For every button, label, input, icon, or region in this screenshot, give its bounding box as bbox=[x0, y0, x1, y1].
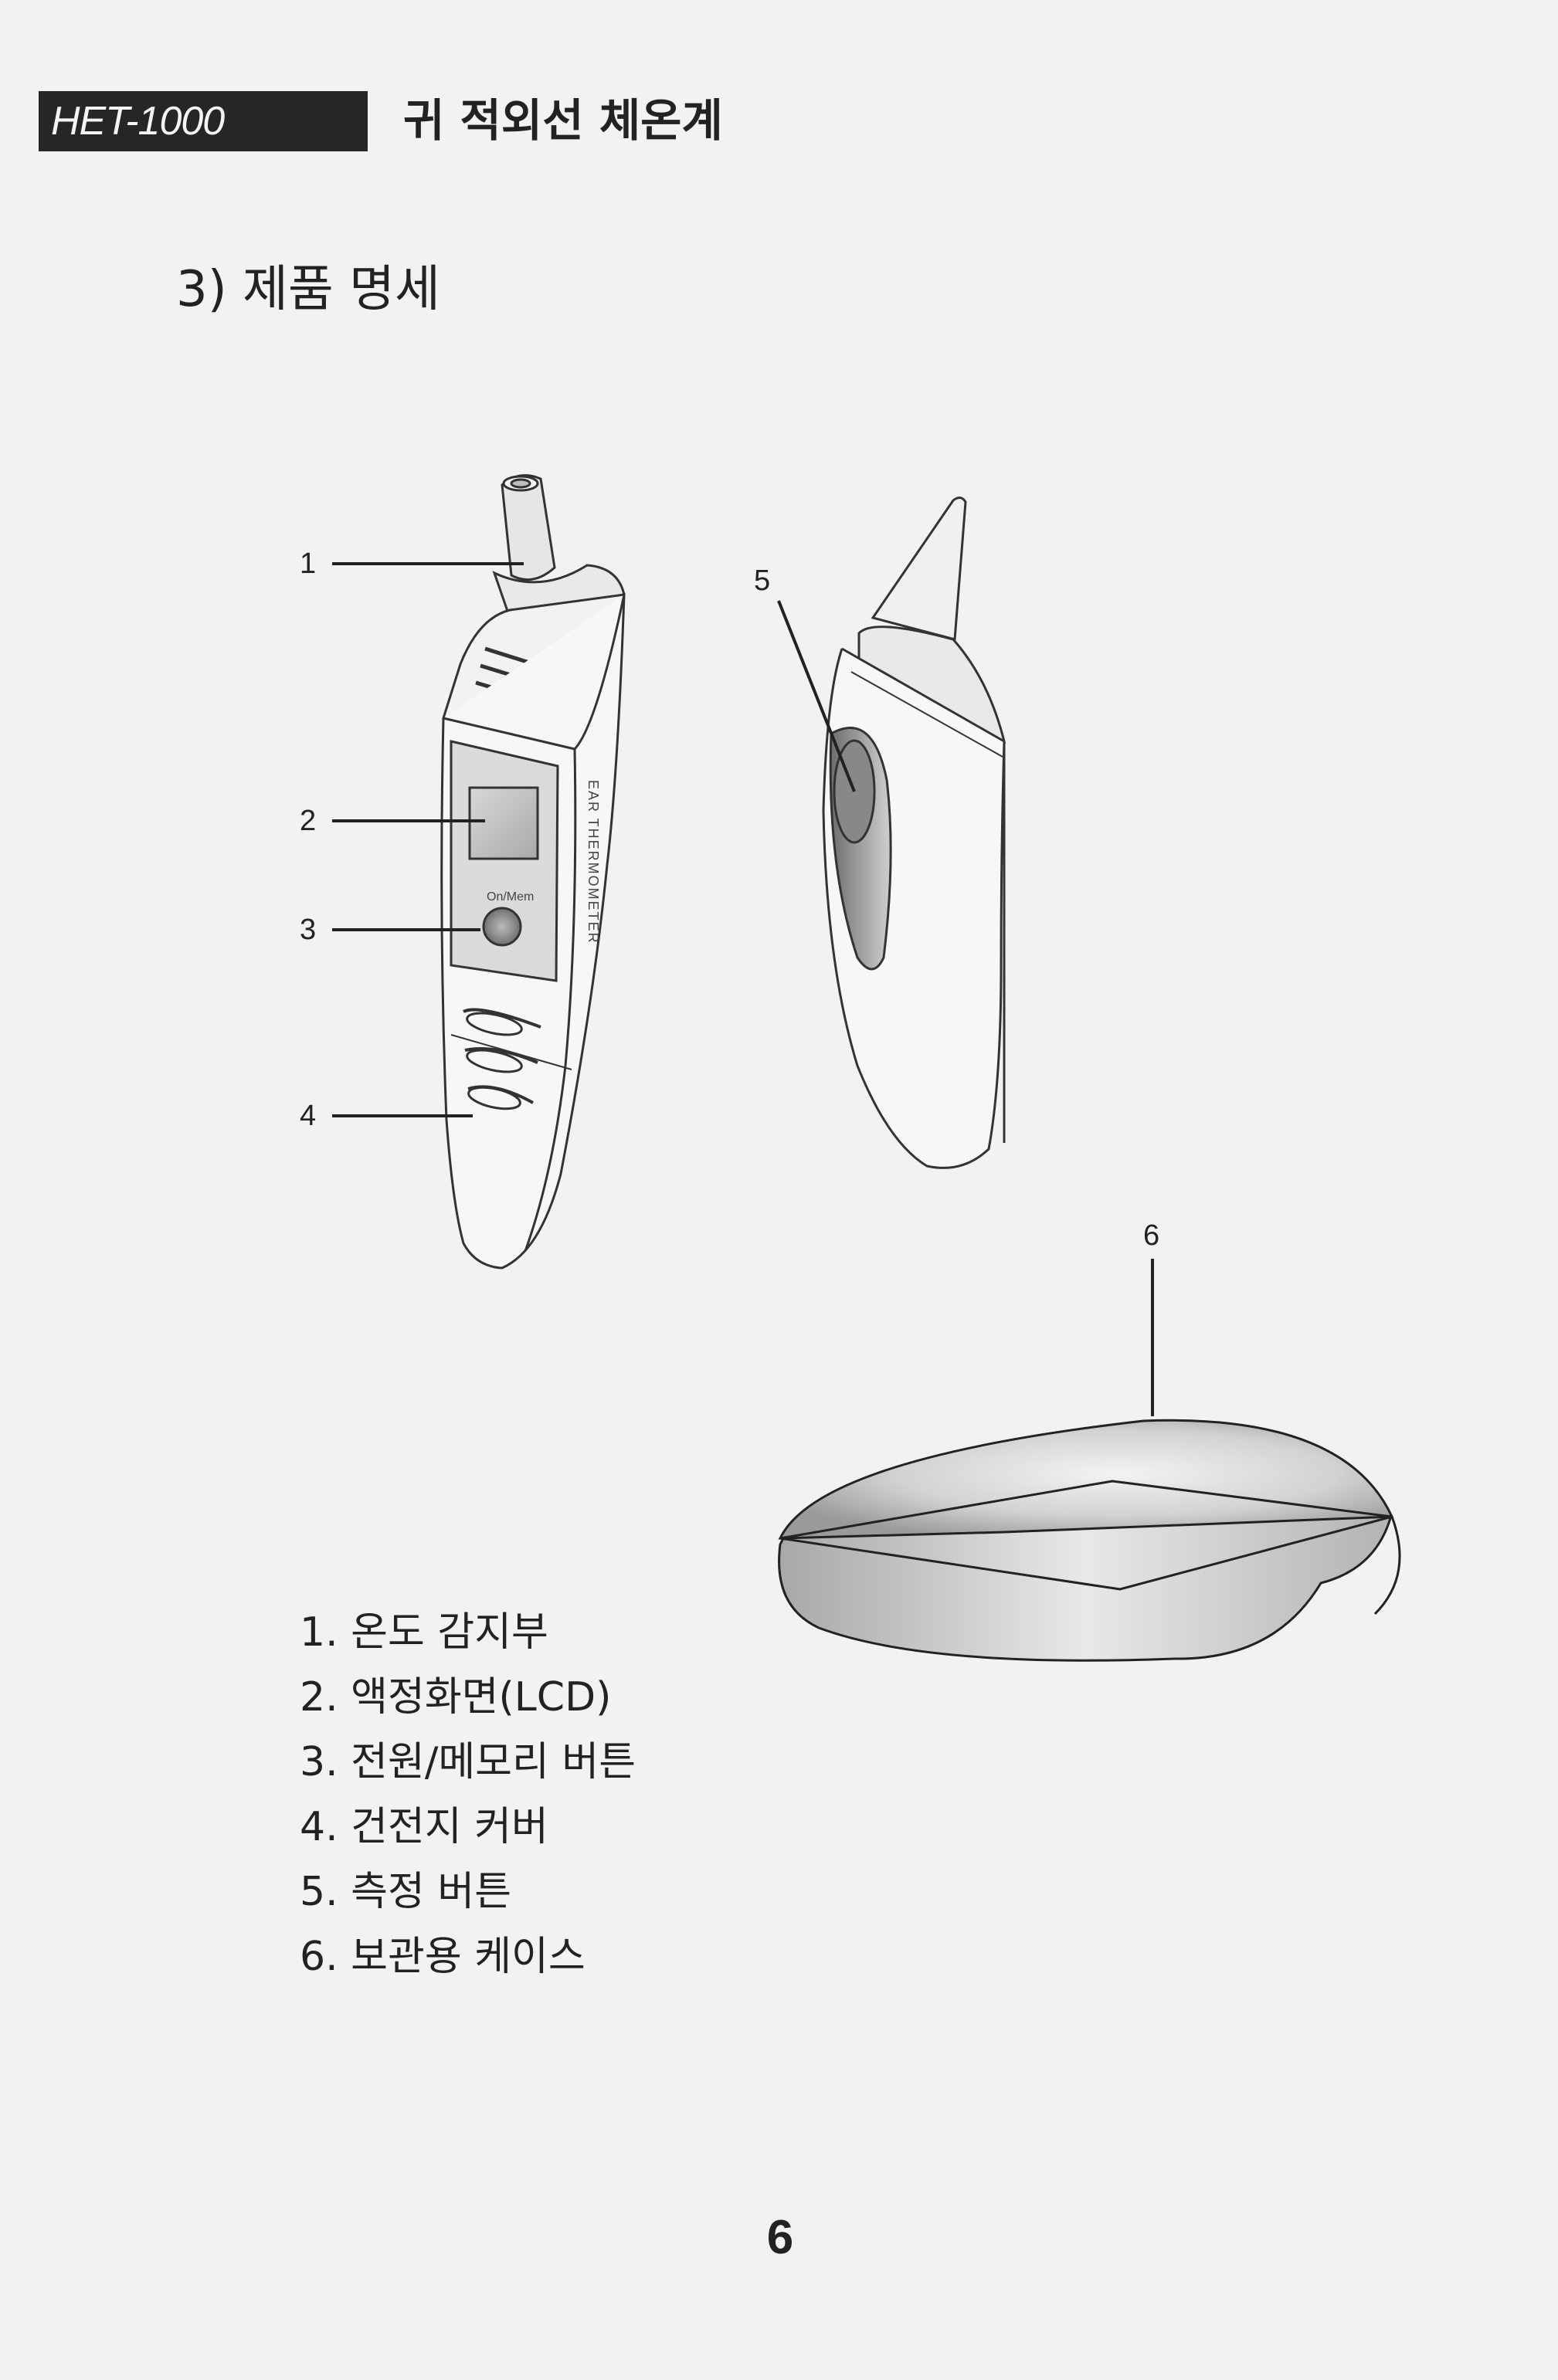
list-item: 3. 전원/메모리 버튼 bbox=[300, 1739, 636, 1785]
list-item: 1. 온도 감지부 bbox=[300, 1609, 548, 1656]
section-title: 3) 제품 명세 bbox=[176, 261, 440, 318]
device-side-label: EAR THERMOMETER bbox=[586, 780, 601, 944]
header-model: HET-1000 bbox=[51, 99, 225, 144]
header-model-box bbox=[39, 91, 368, 151]
parts-list: 1. 온도 감지부 2. 액정화면(LCD) 3. 전원/메모리 버튼 4. 건… bbox=[300, 1600, 636, 1989]
list-item: 5. 측정 버튼 bbox=[300, 1869, 512, 1915]
page-number: 6 bbox=[766, 2211, 794, 2264]
header-title: 귀 적외선 체온계 bbox=[403, 94, 723, 147]
callout-6: 6 bbox=[1143, 1219, 1160, 1252]
storage-case bbox=[778, 1419, 1401, 1662]
callout-2: 2 bbox=[300, 805, 317, 837]
callout-4: 4 bbox=[300, 1100, 317, 1132]
list-item: 6. 보관용 케이스 bbox=[300, 1934, 586, 1980]
thermometer-side-view bbox=[822, 497, 1006, 1169]
list-item: 2. 액정화면(LCD) bbox=[300, 1674, 612, 1721]
svg-text:On/Mem: On/Mem bbox=[487, 890, 534, 904]
thermometer-front-view: On/Mem bbox=[440, 474, 626, 1270]
list-item: 4. 건전지 커버 bbox=[300, 1804, 548, 1850]
callout-3: 3 bbox=[300, 914, 317, 946]
callout-5: 5 bbox=[754, 564, 771, 597]
callout-1: 1 bbox=[300, 548, 317, 580]
leader-lines bbox=[332, 562, 1154, 1416]
